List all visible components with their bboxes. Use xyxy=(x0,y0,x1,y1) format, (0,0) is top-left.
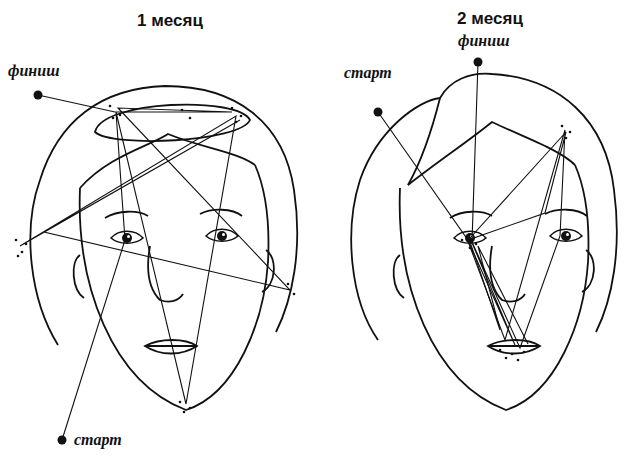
face-drawing-part xyxy=(20,95,290,440)
age-heading: 1 месяц xyxy=(137,12,203,31)
face-drawing-part xyxy=(475,243,478,246)
face-drawing-part xyxy=(511,353,514,356)
face-drawing-part xyxy=(517,359,520,362)
start-label: старт xyxy=(344,64,392,82)
face-drawing-part xyxy=(206,229,238,241)
face-drawing-part xyxy=(25,243,28,246)
face-drawing-part xyxy=(181,109,184,112)
face-drawing-part xyxy=(74,255,84,298)
face-drawing-part xyxy=(235,121,238,124)
face-drawing-part xyxy=(119,114,122,117)
face-drawing-part xyxy=(505,357,508,360)
face-drawing-part xyxy=(351,74,617,340)
finish-label: финиш xyxy=(8,62,59,80)
face-drawing-part xyxy=(545,210,587,216)
face-drawing-part xyxy=(550,229,582,241)
face-drawing-part xyxy=(394,255,404,298)
face-drawing-part xyxy=(582,250,594,292)
face-drawing-part xyxy=(109,105,112,108)
face-drawing-part xyxy=(200,210,242,216)
face-drawing-part xyxy=(145,345,197,347)
face-drawing-part xyxy=(15,239,18,242)
face-drawing-part xyxy=(450,212,492,218)
face-drawing-part xyxy=(21,251,24,254)
face-drawing-part xyxy=(561,125,564,128)
face-drawing-part xyxy=(400,165,589,410)
face-drawing-part xyxy=(374,108,383,117)
face-drawing-part xyxy=(80,165,269,410)
face-drawing-part xyxy=(111,231,143,243)
face-drawing-part xyxy=(231,107,234,110)
face-one xyxy=(30,86,297,410)
face-drawing-part xyxy=(468,236,528,344)
face-drawing-part xyxy=(148,246,183,302)
face-drawing-part xyxy=(469,247,472,250)
start-label: старт xyxy=(74,431,122,449)
face-drawing-part xyxy=(112,117,115,120)
face-drawing-part xyxy=(240,115,243,118)
face-drawing-part xyxy=(378,62,566,348)
finish-label: финиш xyxy=(458,32,509,50)
face-drawing-part xyxy=(179,401,182,404)
face-drawing-part xyxy=(474,58,483,67)
face-drawing-part xyxy=(58,436,67,445)
face-drawing-part xyxy=(287,283,290,286)
age-heading: 2 месяц xyxy=(457,10,523,29)
face-drawing-part xyxy=(565,137,568,140)
face-drawing-part xyxy=(408,122,575,185)
face-drawing-part xyxy=(569,131,572,134)
face-drawing-part xyxy=(183,411,186,414)
face-drawing-part xyxy=(461,239,464,242)
face-drawing-part xyxy=(499,349,502,352)
face-drawing-part xyxy=(17,255,20,258)
face-two xyxy=(351,74,617,410)
face-drawing-part xyxy=(189,117,192,120)
face-drawing-part xyxy=(488,345,540,347)
face-drawing-part xyxy=(523,351,526,354)
face-drawing-part xyxy=(34,91,43,100)
face-drawing-part xyxy=(189,407,192,410)
face-drawing-part xyxy=(293,293,296,296)
fixation-dots xyxy=(15,58,572,445)
scan-path xyxy=(20,62,566,440)
